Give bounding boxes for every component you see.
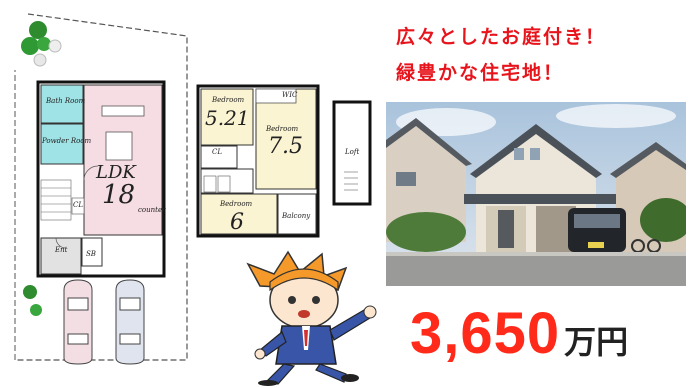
loft-plan — [332, 100, 372, 206]
ldk-size: 18 — [102, 180, 136, 210]
loft-label: Loft — [345, 148, 360, 156]
bedroom-a-label: Bedroom — [212, 96, 245, 104]
closet-label-1f: CL — [73, 201, 84, 209]
parking-cars — [63, 279, 145, 365]
mascot-businessman — [246, 250, 377, 386]
bedroom-b-size: 7.5 — [268, 134, 303, 159]
ldk-label: LDK — [96, 162, 136, 183]
floor-plan-1f — [36, 80, 166, 278]
bedroom-b-label: Bedroom — [266, 125, 299, 133]
tree-icon — [21, 21, 62, 316]
entrance-label: Ent — [55, 246, 68, 254]
bedroom-c-size: 6 — [230, 210, 244, 235]
closet-label-2f: CL — [212, 148, 223, 156]
balcony-label: Balcony — [282, 212, 311, 220]
car-icon — [63, 279, 145, 365]
headline-line-2: 緑豊かな住宅地！ — [396, 62, 565, 84]
bedroom-a-size: 5.21 — [205, 106, 250, 130]
shoe-box-label: SB — [86, 250, 96, 258]
headline-line-1: 広々としたお庭付き！ — [396, 26, 607, 48]
powder-label: Powder Room — [42, 137, 92, 145]
floor-plan-2f — [196, 84, 320, 238]
counter-label: counter — [138, 206, 166, 214]
house-photo — [386, 102, 686, 286]
site-plan — [14, 13, 188, 361]
bedroom-c-label: Bedroom — [220, 200, 253, 208]
price-amount: 3,650 — [410, 301, 561, 366]
price-unit: 万円 — [564, 324, 629, 360]
bath-label: Bath Room — [46, 97, 86, 105]
wic-label: WIC — [282, 91, 298, 99]
